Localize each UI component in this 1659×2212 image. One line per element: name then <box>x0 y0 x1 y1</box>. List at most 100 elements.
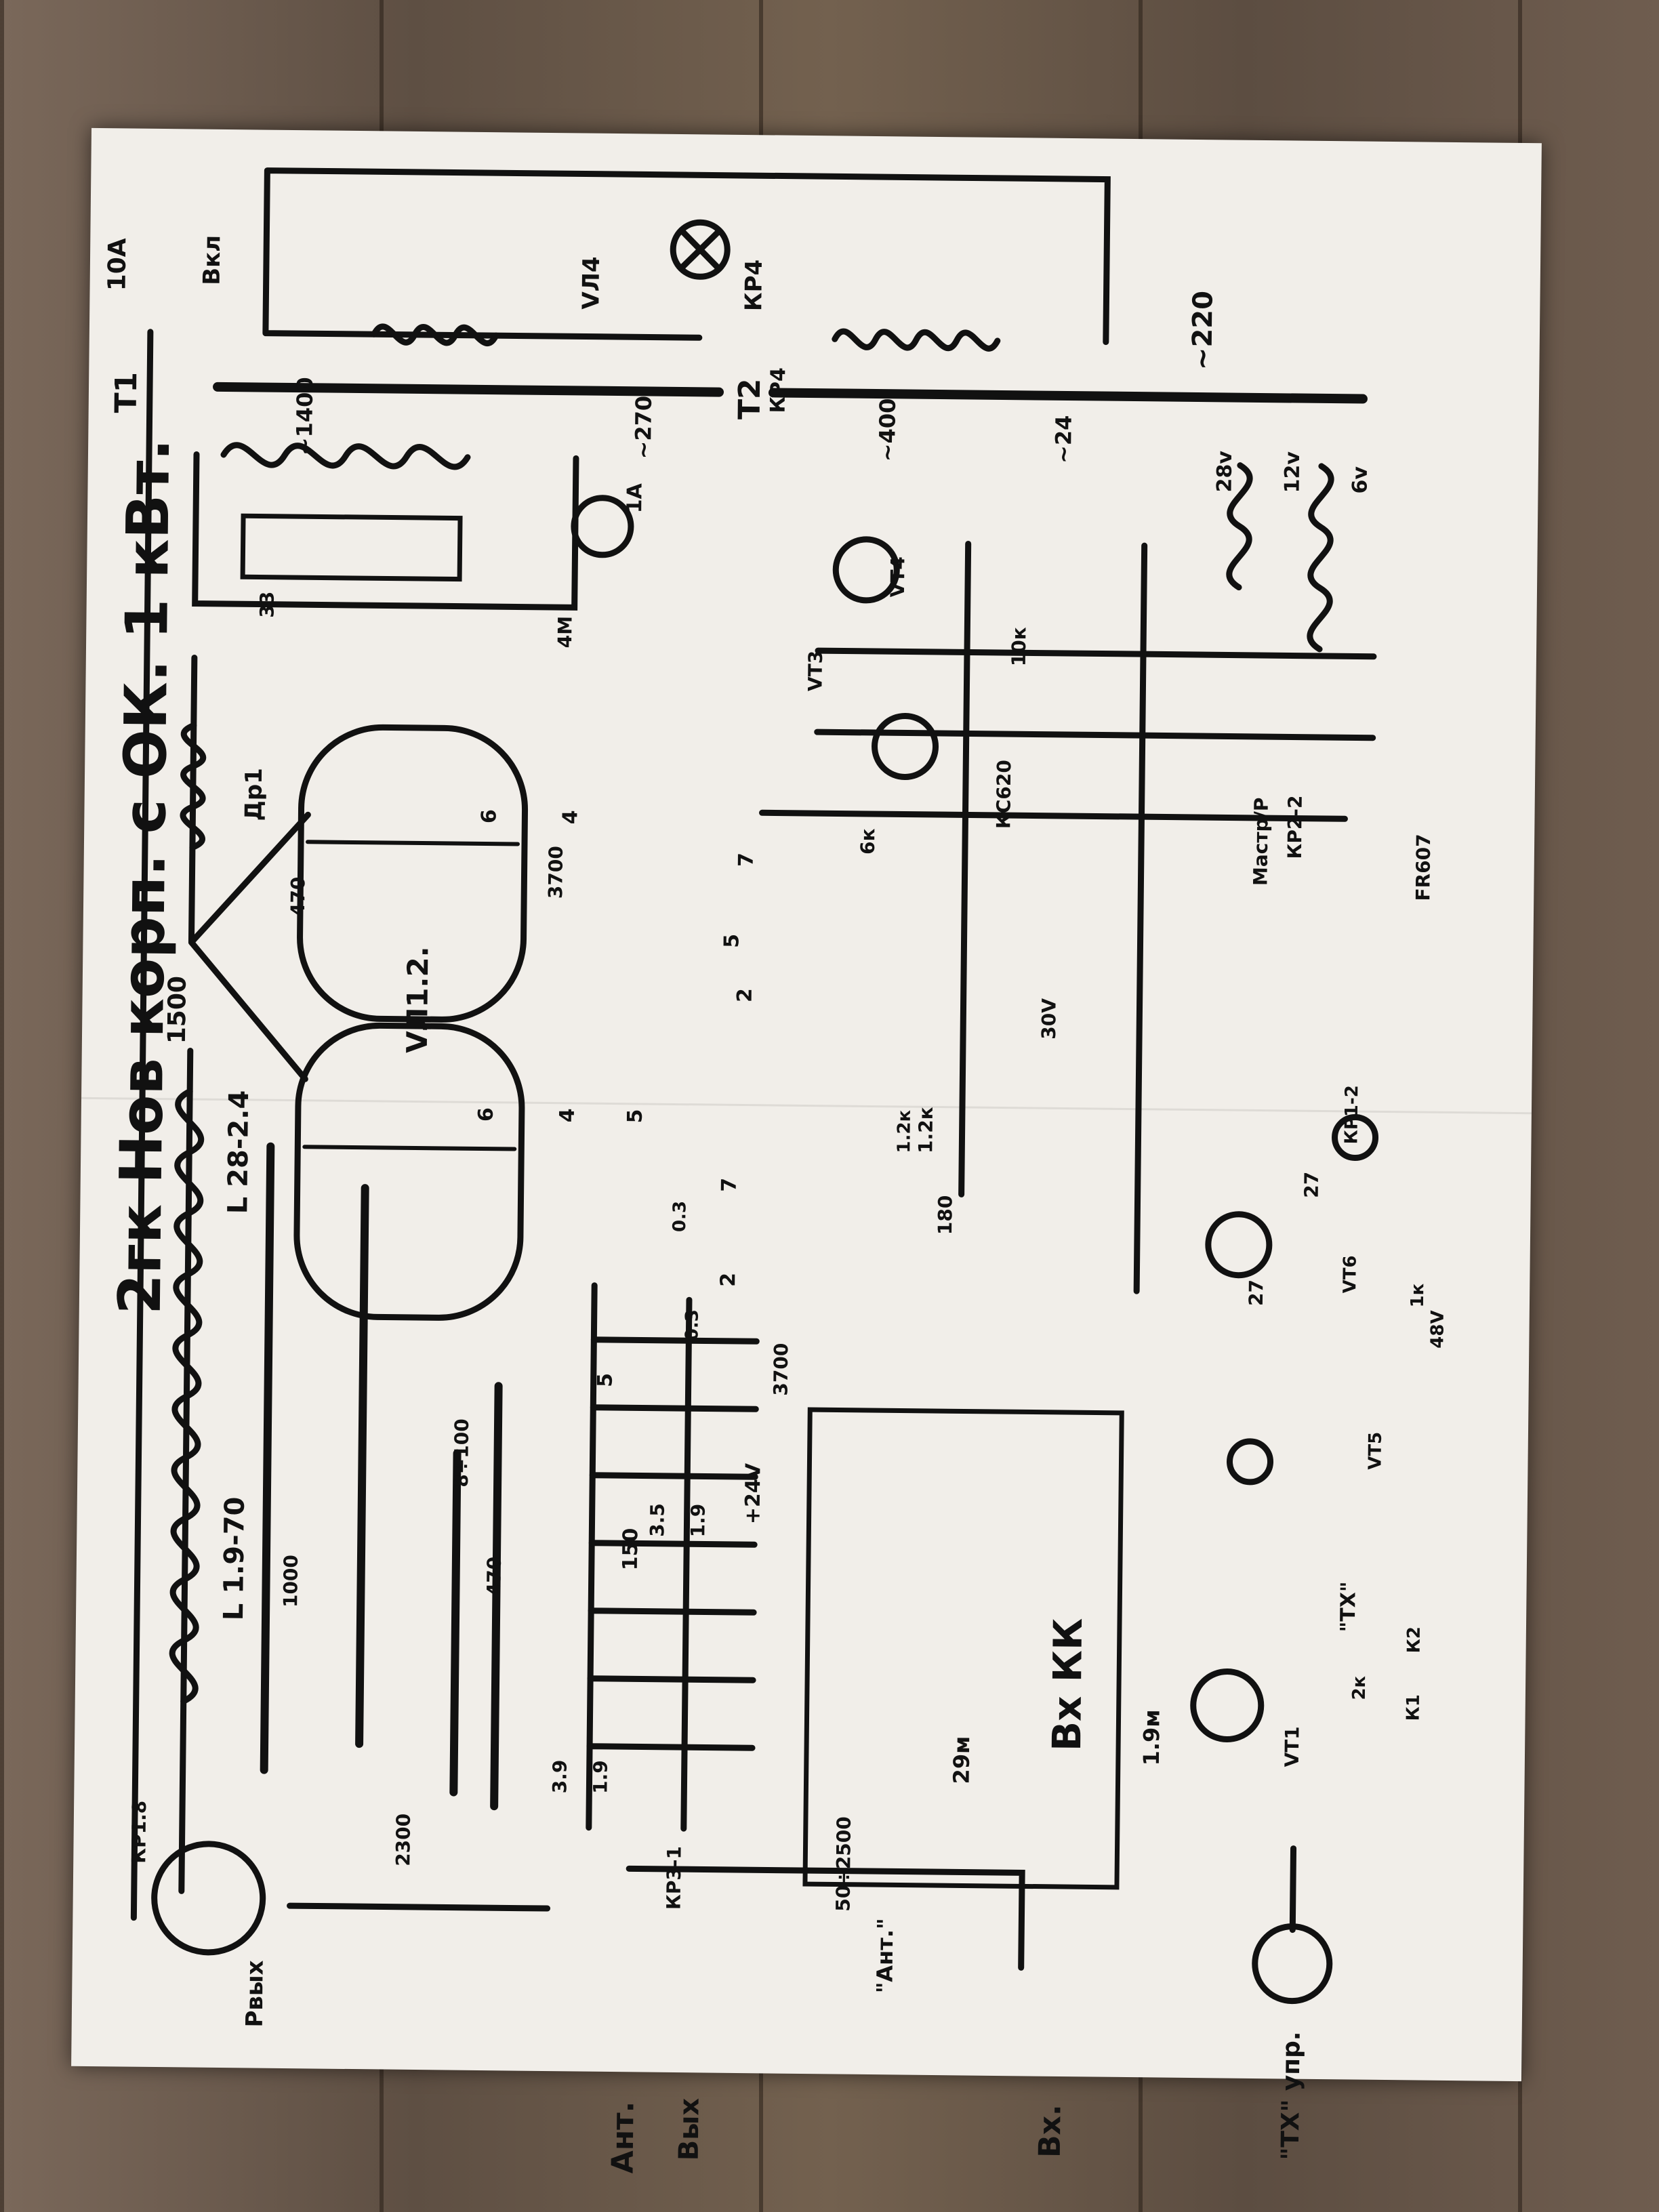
tube-2-outline <box>293 1022 525 1321</box>
vt3-label: VT3 <box>804 650 827 692</box>
misc-label-4: 3.9 <box>548 1759 571 1794</box>
ground-rail-left <box>130 329 154 1921</box>
pin-label-6: 6 <box>474 1107 498 1122</box>
transistor-vt1 <box>1190 1668 1265 1743</box>
lamp-label: VЛ4 <box>577 256 606 310</box>
vt5-label: VT5 <box>1365 1431 1386 1470</box>
meter-label: 1A <box>623 483 647 514</box>
mains-voltage-label: ~220 <box>1187 290 1219 371</box>
tx-control-jack <box>1252 1923 1333 2005</box>
pin-label-5: 2 <box>733 987 757 1003</box>
fuse-label: 10A <box>103 238 132 291</box>
sheet-title: 2гк Нов корп. с ОК. 1 кВт. <box>106 438 184 1315</box>
output-power-meter <box>151 1841 266 1956</box>
misc-label-10: Вх. <box>1032 2104 1068 2158</box>
cap-50-2500-label: 50÷2500 <box>832 1816 856 1912</box>
t1-core <box>213 382 724 397</box>
misc-label-15: Рвых <box>241 1960 269 2028</box>
pin-label-9: 7 <box>717 1177 741 1192</box>
pin-label-3: 5 <box>720 933 744 949</box>
relay-kr22-label: КР2-2 <box>1283 795 1307 859</box>
pin-label-2: 4 <box>558 810 583 825</box>
misc-label-18: Мастр/Р <box>1249 797 1273 886</box>
misc-label-16: КР4 <box>766 367 791 413</box>
tube-label: VЛ1.2. <box>400 945 435 1054</box>
pin-label-4: 7 <box>734 852 758 867</box>
relay-kr12-label: КР1-2 <box>1341 1084 1363 1145</box>
pin-label-11: 5 <box>593 1372 617 1388</box>
misc-label-21: 27 <box>1244 1279 1268 1307</box>
res-4m-label: 4M <box>554 615 577 649</box>
schematic-drawing <box>130 167 1379 2005</box>
pin-label-7: 4 <box>555 1108 579 1123</box>
transistor-vt6 <box>1205 1211 1273 1279</box>
misc-label-22: 180 <box>934 1195 957 1235</box>
misc-label-5: 1.9 <box>589 1760 612 1795</box>
winding-label-1: ~1400 <box>291 377 319 456</box>
diode-fr607-label: FR607 <box>1412 834 1435 901</box>
meter-w1 <box>1227 1438 1274 1486</box>
res-33-label: 33 <box>255 591 279 618</box>
cap-2300-label: 2300 <box>392 1813 415 1867</box>
relay-kr18-label: КР1.8 <box>127 1800 151 1864</box>
relay-k2-label: К2 <box>1404 1626 1425 1654</box>
schematic-sheet: 2гк Нов корп. с ОК. 1 кВт. L 1.9-70 L 28… <box>71 127 1542 2174</box>
misc-label-17: "ТХ" <box>1336 1581 1361 1633</box>
res-6k-label: 6к <box>856 828 880 855</box>
misc-label-12: Ант. <box>605 2101 641 2174</box>
power-switch-label: Вкл <box>198 234 226 285</box>
relay-k1-label: К1 <box>1403 1694 1424 1721</box>
t1-label: T1 <box>108 371 144 413</box>
pin-label-8: 5 <box>623 1109 647 1124</box>
cap-470-label: 470 <box>286 876 310 917</box>
transistor-vt3 <box>872 712 939 780</box>
misc-label-2: 3.5 <box>646 1502 669 1537</box>
cap-3700b-label: 3700 <box>769 1343 793 1396</box>
supply-28v-label: 28v <box>1212 450 1237 493</box>
misc-label-19: 30V <box>1038 998 1061 1040</box>
vt1-label: VT1 <box>1280 1726 1304 1767</box>
res-10k-label: 10к <box>1007 627 1031 667</box>
vt6-label: VT6 <box>1340 1255 1361 1294</box>
relay-kr31-label: КР3-1 <box>662 1845 686 1910</box>
choke-label: Др1 <box>240 767 268 821</box>
misc-label-1: 8÷100 <box>450 1418 474 1488</box>
cap-1000-label: 1000 <box>279 1554 303 1608</box>
misc-label-25: 1.2к <box>894 1109 915 1153</box>
cap-470b-label: 470 <box>483 1556 506 1597</box>
cap-150-label: 150 <box>618 1528 643 1571</box>
res-27-label: 27 <box>1300 1171 1324 1198</box>
meter-1a <box>571 495 634 558</box>
misc-label-14: "ТХ" упр. <box>1276 2031 1306 2160</box>
inductor-label: L 1.9-70 <box>218 1496 251 1621</box>
t2-core <box>768 388 1368 404</box>
supply-12v-label: 12v <box>1280 451 1305 493</box>
winding-label-4: ~24 <box>1050 415 1077 464</box>
lamp-vl4 <box>670 219 731 280</box>
misc-label-11: Вых <box>673 2097 705 2161</box>
misc-label-3: 1.9 <box>687 1503 710 1538</box>
cap-1500-label: 1500 <box>163 975 192 1044</box>
misc-label-20: 48V <box>1427 1310 1448 1349</box>
choke-dr1 <box>180 722 207 851</box>
misc-label-7: Вх КК <box>1044 1618 1092 1752</box>
t2-label: T2 <box>732 378 768 420</box>
zener-label: КС620 <box>992 759 1016 830</box>
res-2k-label: 2к <box>1349 1675 1370 1700</box>
misc-label-9: 1.9м <box>1138 1709 1165 1766</box>
inductor-label-2: L 28-2.4 <box>222 1090 255 1214</box>
tank-coil <box>169 1088 205 1704</box>
transistor-vt4 <box>832 536 900 604</box>
relay-kr4-label: КР4 <box>740 259 769 312</box>
misc-label-24: 0.3 <box>682 1309 703 1341</box>
misc-label-23: 0.3 <box>670 1200 691 1233</box>
misc-label-8: 29м <box>948 1736 975 1784</box>
t1-primary <box>371 323 499 346</box>
cap-3700-label: 3700 <box>544 845 567 899</box>
misc-label-13: "Ант." <box>872 1918 899 1994</box>
hv-secondary <box>220 442 471 470</box>
misc-label-6: +24V <box>741 1462 766 1525</box>
pin-label-10: 2 <box>716 1272 741 1287</box>
res-1-2k-label: 1.2к <box>914 1107 937 1154</box>
t2-primary <box>832 328 1001 352</box>
